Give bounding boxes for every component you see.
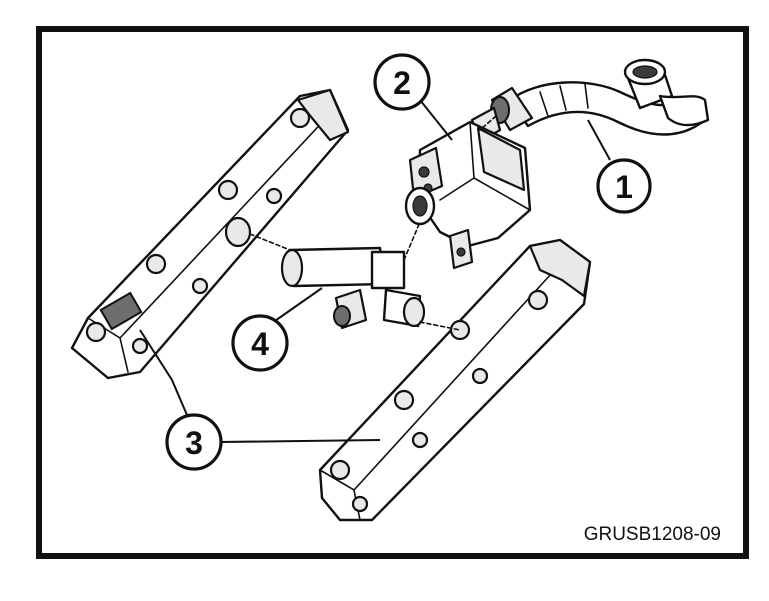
part-3-manifold-right	[318, 238, 592, 522]
figure-code: GRUSB1208-09	[584, 524, 721, 545]
part-3-manifold-left	[70, 88, 350, 380]
callout-2: 2	[373, 53, 431, 111]
callout-4: 4	[231, 314, 289, 372]
part-4-t-connector	[224, 216, 426, 330]
callout-4-number: 4	[251, 326, 269, 362]
callout-1-number: 1	[615, 169, 633, 205]
callout-3-number: 3	[185, 425, 203, 461]
callout-3: 3	[165, 413, 223, 471]
assembly-lines	[249, 115, 497, 331]
callout-2-number: 2	[393, 65, 411, 101]
part-2-valve	[404, 106, 532, 270]
callout-1: 1	[596, 158, 652, 214]
